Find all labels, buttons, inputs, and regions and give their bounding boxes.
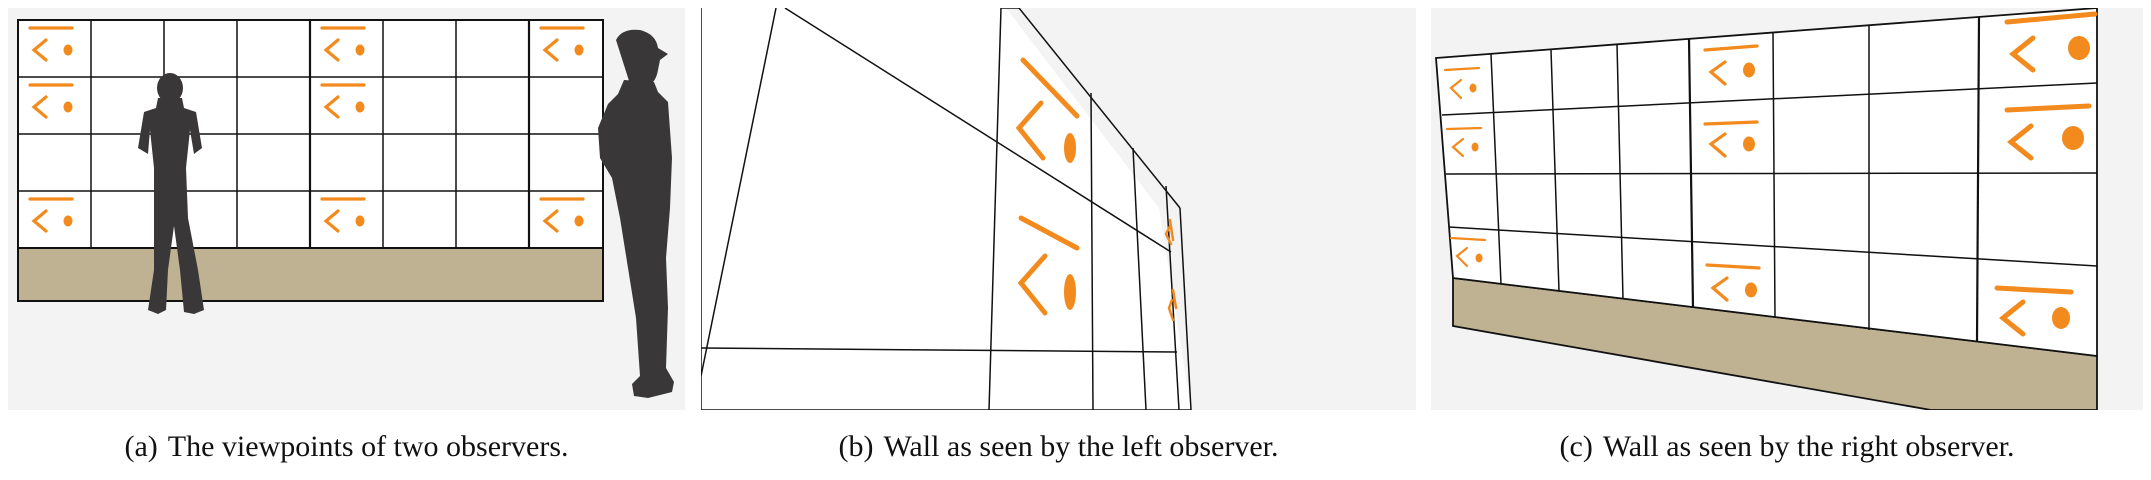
display-glyph-icon xyxy=(1443,66,1481,100)
caption-text: Wall as seen by the left observer. xyxy=(883,430,1279,463)
display-glyph-icon xyxy=(1449,236,1487,268)
display-glyph-icon xyxy=(28,83,74,119)
display-glyph-icon xyxy=(1445,126,1483,158)
display-glyph-icon xyxy=(2004,11,2098,73)
caption-tag: (a) xyxy=(124,430,158,463)
display-glyph-icon xyxy=(320,197,366,233)
display-glyphs xyxy=(1443,11,2098,337)
wall-grid xyxy=(18,20,603,248)
display-glyph-icon xyxy=(1703,44,1759,86)
display-glyph-icon xyxy=(28,26,74,62)
display-glyph-icon xyxy=(1705,263,1761,302)
panel-a-front-view xyxy=(8,8,685,410)
caption-a: (a) The viewpoints of two observers. xyxy=(8,430,685,464)
display-glyph-icon xyxy=(1994,285,2074,337)
display-glyph-icon xyxy=(2004,103,2092,161)
display-glyph-icon xyxy=(1167,288,1178,322)
person-silhouette-icon xyxy=(138,73,204,314)
display-glyph-icon xyxy=(28,197,74,233)
display-glyphs xyxy=(28,26,585,233)
display-glyph-icon xyxy=(1164,218,1175,246)
panel-b-left-view xyxy=(701,8,1416,410)
display-glyph-icon xyxy=(1015,57,1080,163)
caption-text: The viewpoints of two observers. xyxy=(167,430,569,463)
display-glyphs xyxy=(1015,57,1178,322)
caption-tag: (c) xyxy=(1559,430,1593,463)
display-glyph-icon xyxy=(539,197,585,233)
floor xyxy=(17,247,604,302)
display-wall xyxy=(1435,8,2098,358)
display-glyph-icon xyxy=(539,26,585,62)
caption-tag: (b) xyxy=(838,430,874,463)
display-glyph-icon xyxy=(1017,215,1080,316)
display-glyph-icon xyxy=(1703,120,1759,158)
wall-grid xyxy=(1441,16,2098,343)
wall-grid xyxy=(701,8,1192,410)
caption-b: (b) Wall as seen by the left observer. xyxy=(701,430,1416,464)
panel-c-right-view xyxy=(1431,8,2143,410)
display-glyph-icon xyxy=(320,83,366,119)
caption-c: (c) Wall as seen by the right observer. xyxy=(1431,430,2143,464)
left-view-drawing xyxy=(701,8,1192,410)
caption-text: Wall as seen by the right observer. xyxy=(1602,430,2015,463)
display-glyph-icon xyxy=(320,26,366,62)
right-view-drawing xyxy=(1435,8,2098,410)
person-silhouette-icon xyxy=(598,29,674,398)
front-view-drawing xyxy=(17,19,674,398)
